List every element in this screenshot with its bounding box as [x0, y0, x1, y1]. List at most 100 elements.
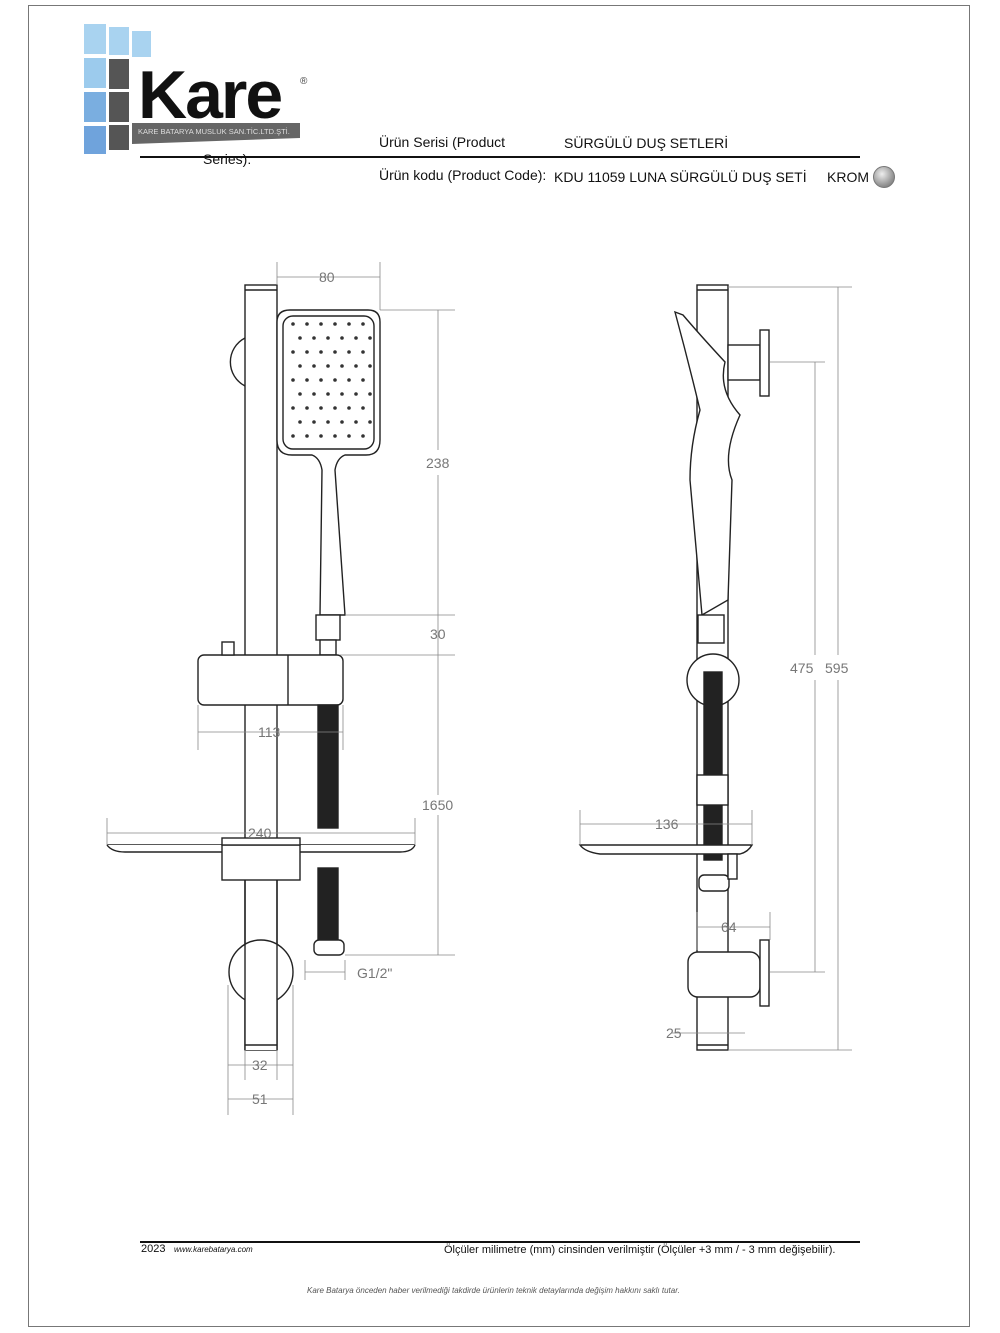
- spray-nozzle: [312, 392, 316, 396]
- logo-squares: [84, 24, 151, 154]
- series-label: Ürün Serisi (Product: [379, 134, 506, 150]
- chrome-swatch-icon: [873, 166, 895, 188]
- dim-total-height: 595: [825, 660, 849, 676]
- dim-head-width: 80: [319, 269, 335, 285]
- side-hand-shower: [673, 310, 741, 617]
- spray-nozzle: [298, 364, 302, 368]
- dim-side-rail: 25: [666, 1025, 682, 1041]
- front-view: [106, 284, 416, 1051]
- spray-nozzle: [340, 336, 344, 340]
- spray-nozzle: [354, 392, 358, 396]
- spray-nozzle: [319, 350, 323, 354]
- spray-nozzle: [326, 392, 330, 396]
- spray-nozzle: [305, 406, 309, 410]
- header-rule: [140, 156, 860, 158]
- spray-nozzle: [333, 406, 337, 410]
- spray-nozzle: [319, 406, 323, 410]
- dimension-labels: 80 238 30 1650 113 240 G1/2" 32 51 475 5…: [248, 269, 849, 1107]
- spray-nozzle: [354, 420, 358, 424]
- footer-year: 2023: [141, 1243, 166, 1255]
- dim-soap-dish-depth: 136: [655, 816, 679, 832]
- spray-nozzle: [291, 322, 295, 326]
- spray-nozzle: [319, 378, 323, 382]
- dim-hose: 1650: [422, 797, 453, 813]
- spray-nozzle: [368, 392, 372, 396]
- dim-thread: G1/2": [357, 965, 392, 981]
- hose-nut: [313, 939, 345, 956]
- spray-nozzle: [347, 322, 351, 326]
- dim-slider: 113: [258, 724, 281, 740]
- dim-nozzle: 30: [430, 626, 446, 642]
- page-frame: [28, 5, 970, 1327]
- spray-nozzle: [326, 336, 330, 340]
- spray-nozzle: [340, 364, 344, 368]
- footer-disclaimer: Kare Batarya önceden haber verilmediği t…: [307, 1286, 680, 1295]
- dim-wall-offset: 64: [721, 919, 737, 935]
- side-upper-bracket-arm: [727, 344, 761, 381]
- spray-nozzle: [333, 350, 337, 354]
- spray-nozzle: [312, 364, 316, 368]
- spray-nozzle: [333, 434, 337, 438]
- product-code-value: KDU 11059 LUNA SÜRGÜLÜ DUŞ SETİ: [554, 169, 807, 185]
- dim-bracket-dia: 51: [252, 1091, 268, 1107]
- series-label-continued: Series):: [203, 151, 252, 167]
- side-upper-flange: [759, 329, 770, 397]
- spray-nozzle: [347, 406, 351, 410]
- side-view: [578, 284, 770, 1051]
- spray-nozzle: [291, 378, 295, 382]
- spray-nozzle: [305, 322, 309, 326]
- svg-text:®: ®: [300, 76, 308, 87]
- spray-nozzle: [319, 322, 323, 326]
- spray-nozzle: [347, 350, 351, 354]
- side-lower-flange: [759, 939, 770, 1007]
- spray-nozzle: [368, 336, 372, 340]
- spray-nozzle: [361, 434, 365, 438]
- spray-nozzle: [326, 420, 330, 424]
- spray-nozzle: [298, 392, 302, 396]
- dim-head-height: 238: [426, 455, 450, 471]
- side-hose-nut: [698, 874, 730, 892]
- spray-nozzle: [347, 434, 351, 438]
- spray-nozzle: [291, 406, 295, 410]
- finish-label: KROM: [827, 169, 869, 185]
- hose-lower: [317, 867, 339, 941]
- spray-nozzle: [333, 322, 337, 326]
- spray-nozzle: [361, 378, 365, 382]
- spray-nozzle: [298, 336, 302, 340]
- dim-soap-dish: 240: [248, 825, 272, 841]
- side-hose: [703, 671, 723, 861]
- spray-nozzle: [368, 420, 372, 424]
- spray-nozzles: [291, 322, 372, 438]
- spray-nozzle: [305, 434, 309, 438]
- spray-nozzle: [354, 364, 358, 368]
- spray-nozzle: [305, 350, 309, 354]
- spray-nozzle: [319, 434, 323, 438]
- slider-block: [197, 654, 344, 706]
- kare-logo: Kare ® KARE BATARYA MUSLUK SAN.TİC.LTD.Ş…: [84, 24, 308, 154]
- dim-rail-dia: 32: [252, 1057, 268, 1073]
- spray-nozzle: [340, 392, 344, 396]
- spray-nozzle: [368, 364, 372, 368]
- spray-nozzle: [312, 420, 316, 424]
- dim-bracket-spacing: 475: [790, 660, 814, 676]
- spray-nozzle: [333, 378, 337, 382]
- product-code-label: Ürün kodu (Product Code):: [379, 167, 547, 183]
- spray-nozzle: [361, 322, 365, 326]
- dimension-lines: [106, 262, 852, 1115]
- hand-shower-head: [276, 309, 381, 616]
- spray-nozzle: [354, 336, 358, 340]
- series-value: SÜRGÜLÜ DUŞ SETLERİ: [564, 135, 729, 151]
- logo-wordmark: Kare: [138, 57, 281, 133]
- side-soap-dish: [578, 844, 754, 855]
- footer-rule: [140, 1241, 860, 1243]
- spray-nozzle: [298, 420, 302, 424]
- footer-units-note: Ölçüler milimetre (mm) cinsinden verilmi…: [444, 1244, 836, 1256]
- spray-nozzle: [340, 420, 344, 424]
- footer-website[interactable]: www.karebatarya.com: [174, 1245, 253, 1254]
- logo-subtitle: KARE BATARYA MUSLUK SAN.TİC.LTD.ŞTİ.: [138, 127, 290, 136]
- spray-nozzle: [326, 364, 330, 368]
- shower-connector: [315, 614, 341, 641]
- spray-nozzle: [361, 350, 365, 354]
- hose-upper: [317, 704, 339, 829]
